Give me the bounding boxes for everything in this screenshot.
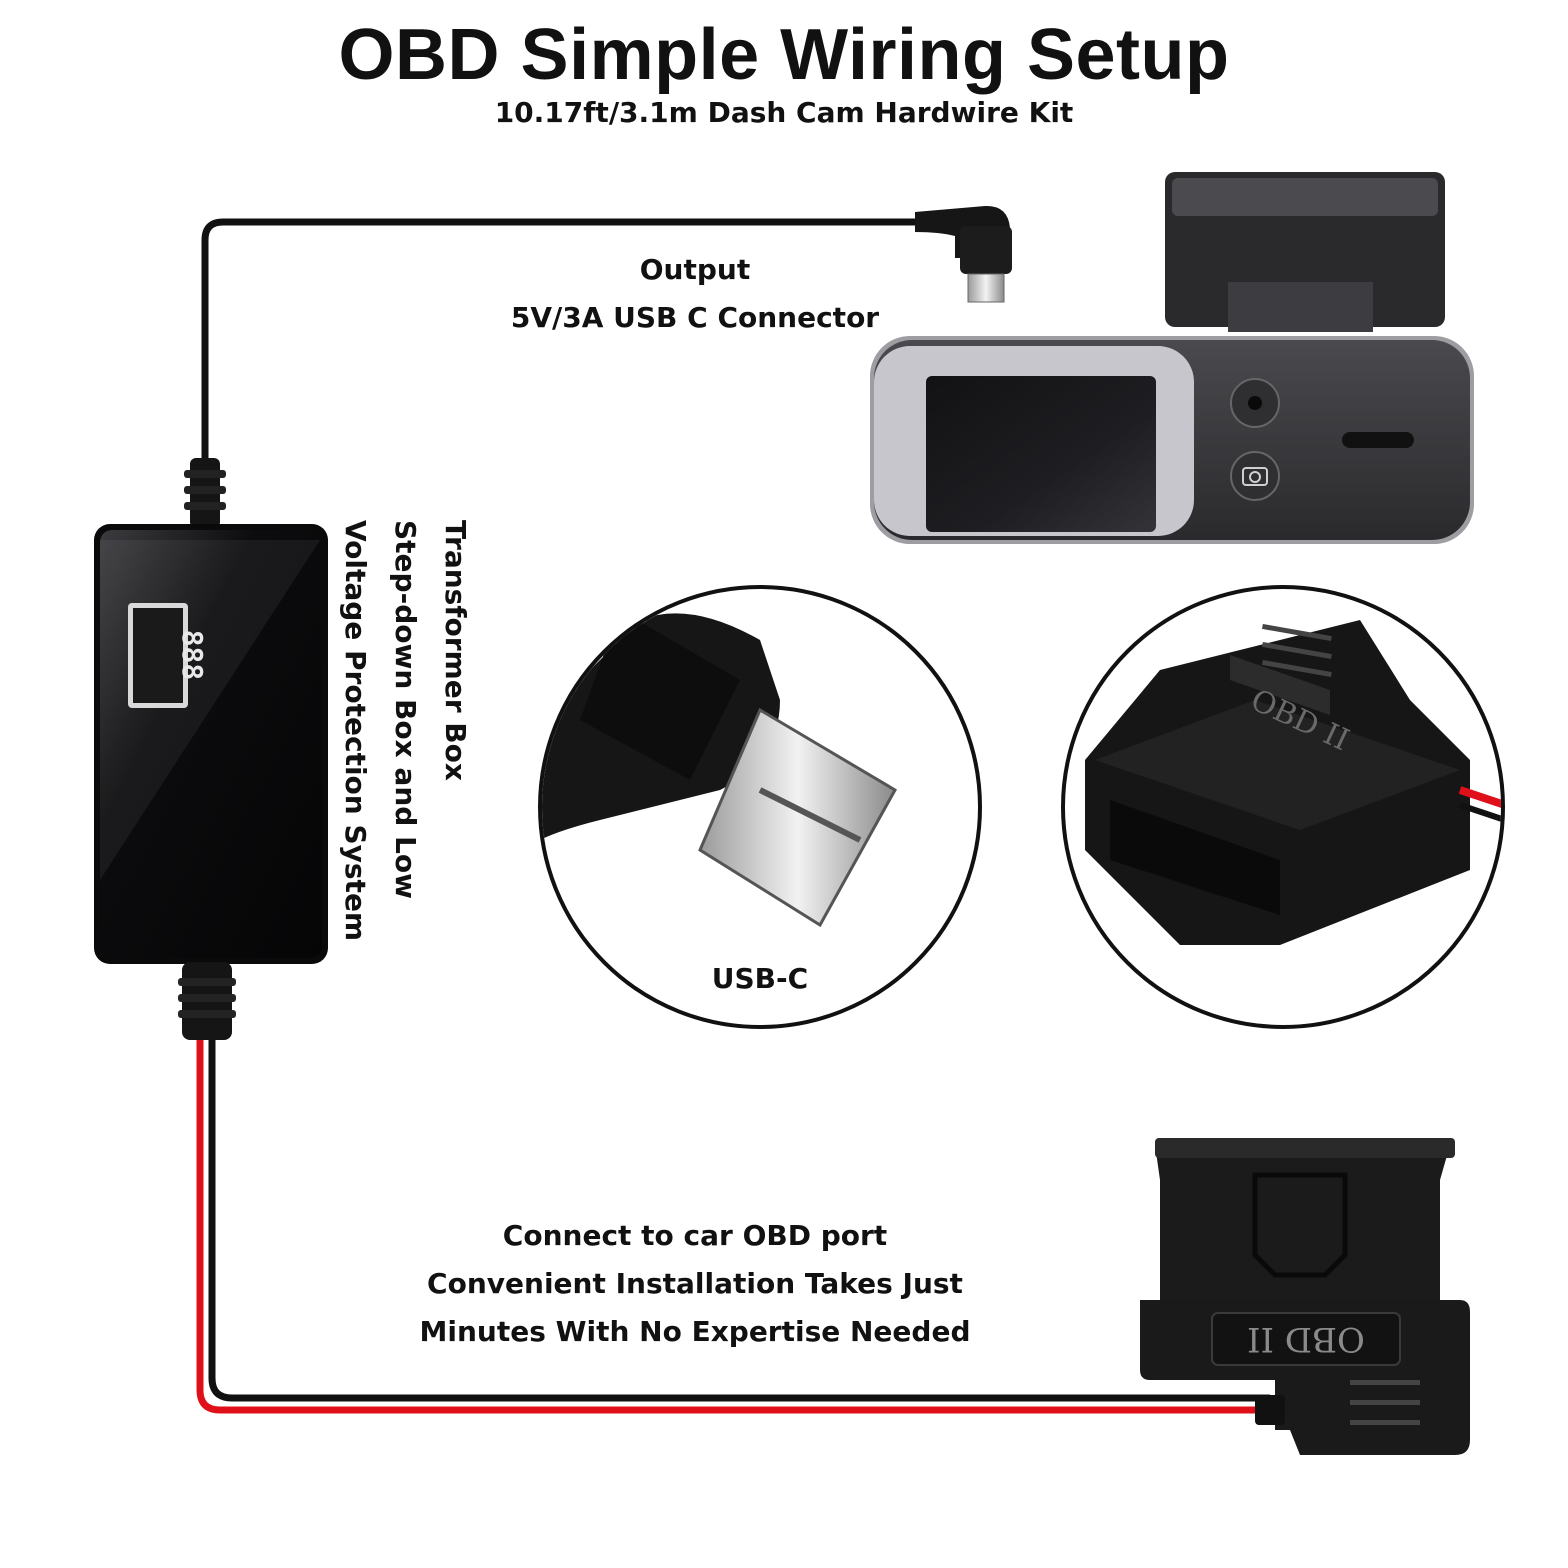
dash-cam-screen [926,376,1156,532]
strain-relief-bottom [178,962,236,1040]
output-label-line2: 5V/3A USB C Connector [510,301,880,334]
transformer-label-line3: Voltage Protection System [339,520,372,942]
obd-label-line2: Convenient Installation Takes Just [427,1267,963,1300]
obd-marking-bottom: OBD II [1247,1319,1365,1359]
page-title: OBD Simple Wiring Setup [338,15,1230,95]
page-subtitle: 10.17ft/3.1m Dash Cam Hardwire Kit [494,96,1074,129]
obd-port-label: Connect to car OBD port Convenient Insta… [380,1212,1010,1356]
output-label: Output 5V/3A USB C Connector [480,246,910,342]
dash-cam [870,172,1474,544]
strain-relief-top [184,458,226,528]
usbc-label: USB-C [711,962,809,995]
transformer-label-line1: Transformer Box [439,520,472,781]
usb-c-closeup [538,585,982,1029]
bottom-wire-black [208,1040,1270,1402]
transformer-label-line2: Step-down Box and Low [389,520,422,899]
obd-label-line3: Minutes With No Expertise Needed [419,1315,971,1348]
obd-closeup [1061,585,1505,1029]
camera-button-icon [1230,451,1280,501]
transformer-label: Transformer Box Step-down Box and Low Vo… [330,520,520,980]
obd-label-line1: Connect to car OBD port [502,1219,888,1252]
usb-c-plug-top [915,205,1012,303]
bottom-wire-red [196,1040,1270,1414]
obd-connector-bottom [1140,1138,1470,1455]
display-digits: 888 [176,630,209,681]
transformer-box [94,524,328,964]
top-wire [201,218,934,469]
speaker-grille [1342,432,1414,448]
output-label-line1: Output [639,253,751,286]
